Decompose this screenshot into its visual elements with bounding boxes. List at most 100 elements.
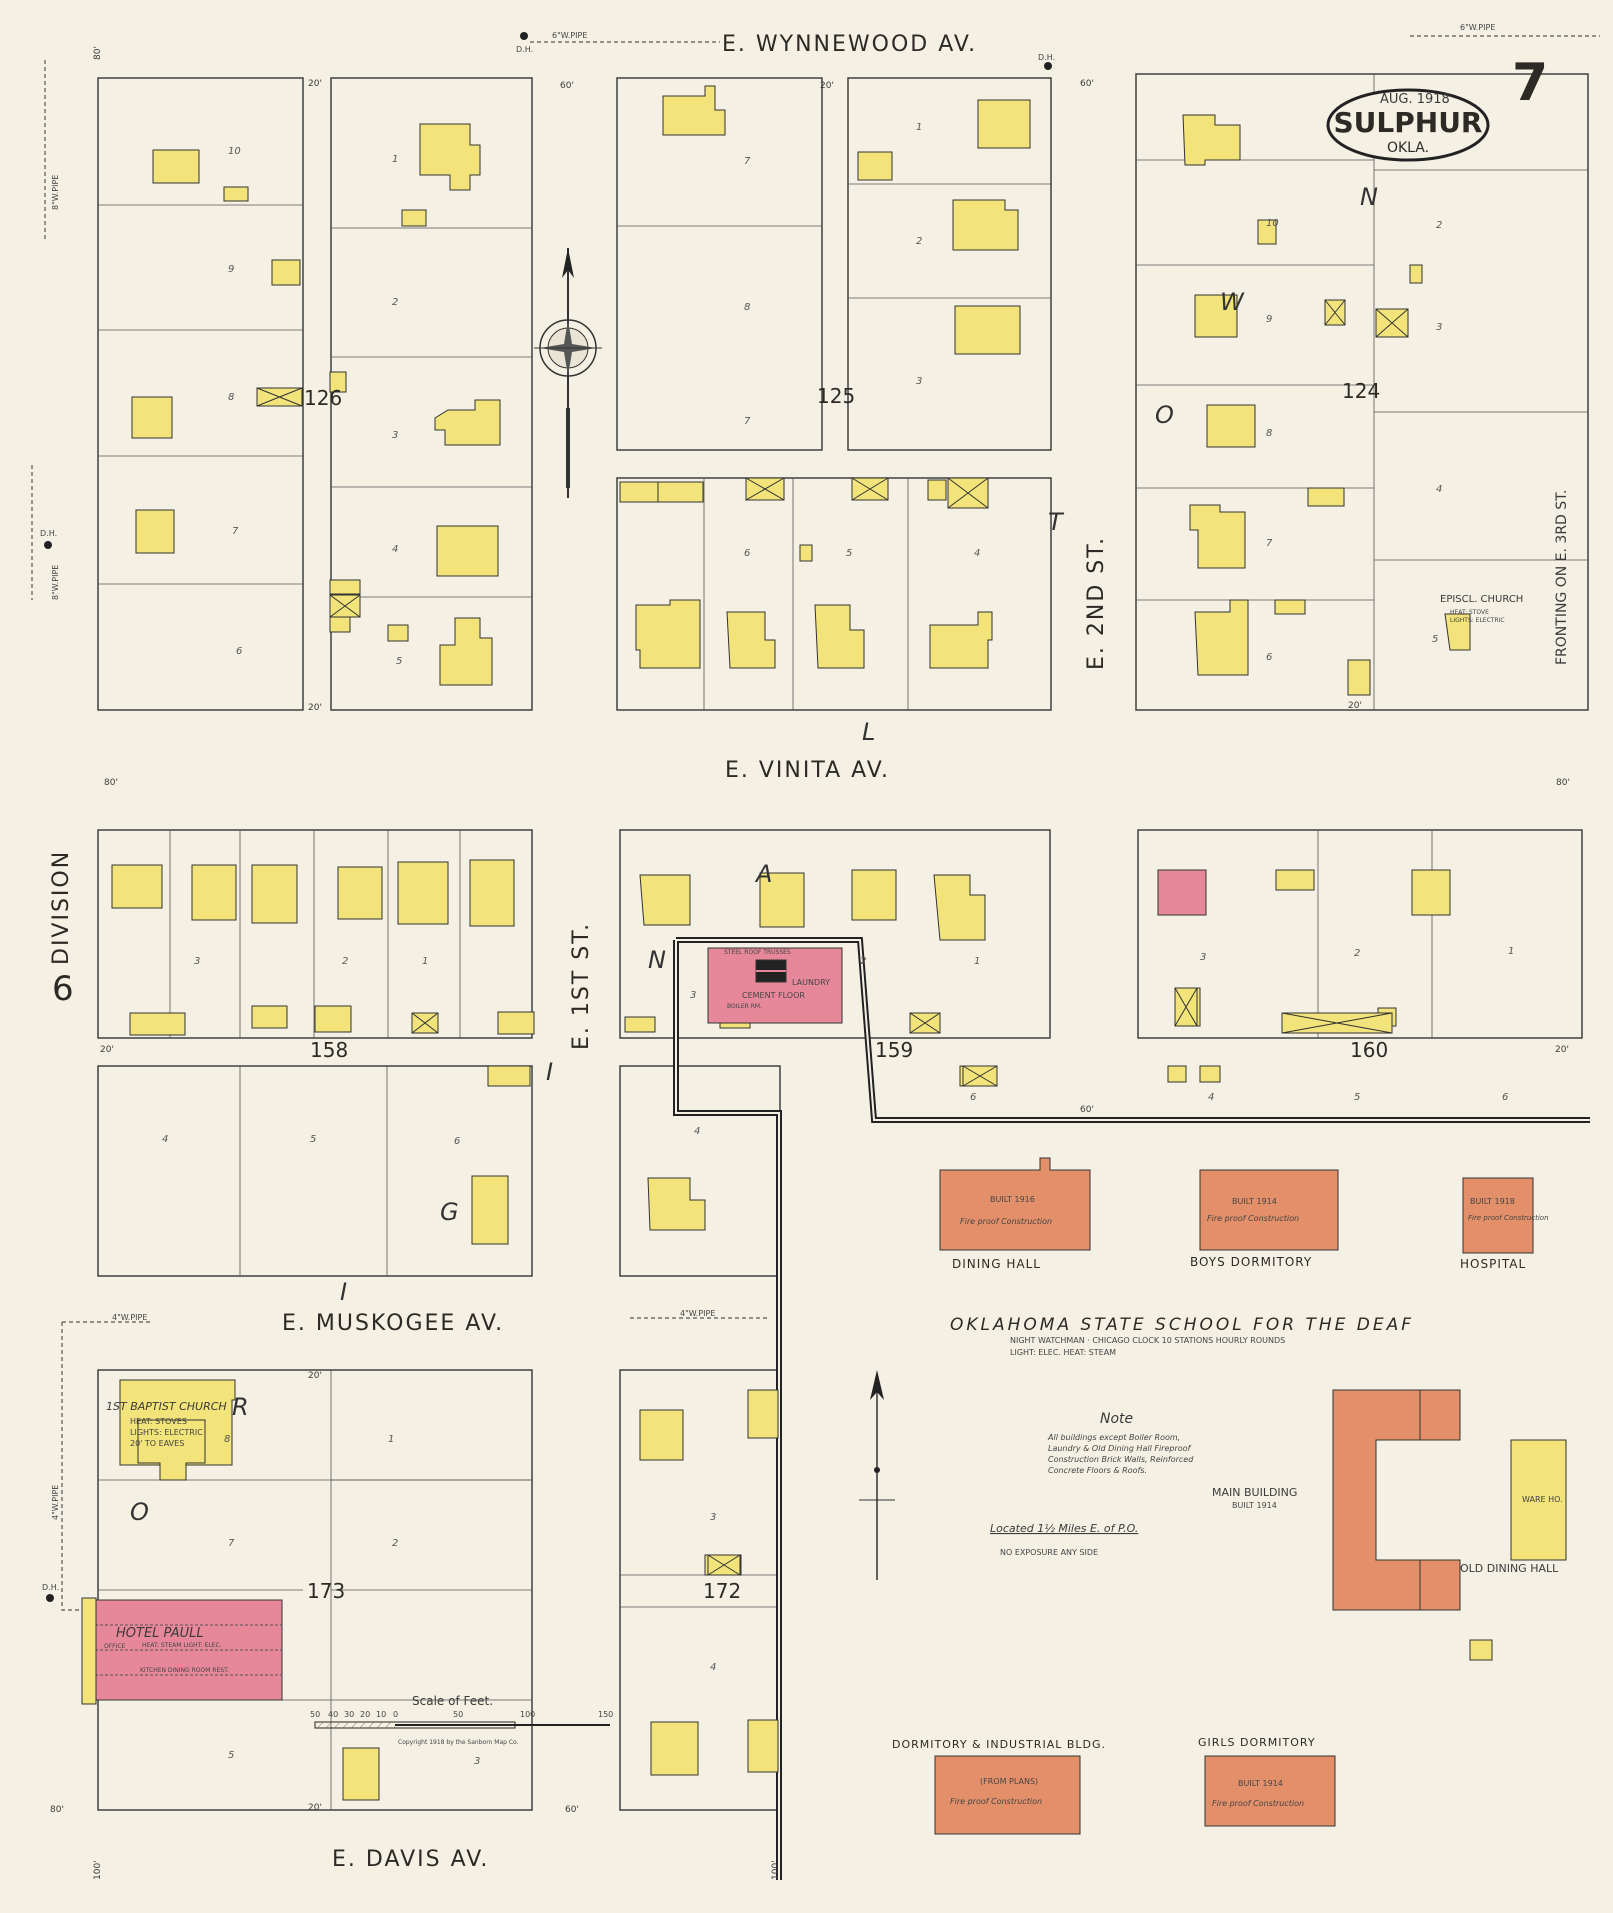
laundry-name: LAUNDRY — [792, 978, 830, 987]
dim-100-1: 100' — [93, 1860, 103, 1880]
institution-labels: OKLAHOMA STATE SCHOOL FOR THE DEAF NIGHT… — [950, 1315, 1414, 1557]
svg-text:3: 3 — [710, 1512, 716, 1523]
letter-o1: O — [130, 1498, 149, 1526]
svg-text:9: 9 — [1266, 314, 1272, 325]
svg-text:4: 4 — [1208, 1092, 1214, 1103]
dim-100-2: 100' — [771, 1860, 781, 1880]
old-dining-name: OLD DINING HALL — [1460, 1562, 1559, 1575]
scale-tick-100: 100 — [520, 1710, 535, 1719]
laundry-boiler: BOILER RM. — [727, 1003, 762, 1010]
street-first: E. 1ST ST. — [569, 922, 594, 1050]
street-second: E. 2ND ST. — [1084, 536, 1109, 670]
letter-o2: O — [1155, 401, 1174, 429]
svg-text:5: 5 — [1354, 1092, 1360, 1103]
svg-text:4: 4 — [392, 544, 398, 555]
building-labels: BUILT 1916 Fire proof Construction DININ… — [104, 594, 1563, 1808]
svg-text:7: 7 — [744, 156, 751, 167]
dimension-labels: 20' 60' 20' 60' 20' 20' 20' 20' 60' 20' … — [50, 46, 1570, 1880]
dim-60-2: 60' — [1080, 79, 1094, 89]
letter-i2: I — [546, 1058, 553, 1086]
svg-text:9: 9 — [228, 264, 234, 275]
svg-text:3: 3 — [1200, 952, 1206, 963]
pipe-labels: 6"W.PIPE 6"W.PIPE 4"W.PIPE 4"W.PIPE 8"W.… — [40, 23, 1495, 1602]
svg-text:2: 2 — [860, 956, 866, 967]
block-124[interactable] — [1135, 73, 1589, 711]
svg-text:2: 2 — [342, 956, 348, 967]
block-125-south[interactable] — [616, 477, 1052, 711]
letter-n: N — [648, 946, 666, 974]
laundry-floor: CEMENT FLOOR — [742, 991, 805, 1000]
svg-text:6: 6 — [970, 1092, 976, 1103]
boys-dorm-name: BOYS DORMITORY — [1190, 1255, 1312, 1269]
svg-text:4: 4 — [1436, 484, 1442, 495]
svg-text:2: 2 — [1436, 220, 1442, 231]
main-building-built: BUILT 1914 — [1232, 1501, 1277, 1510]
girls-dorm-name: GIRLS DORMITORY — [1198, 1736, 1316, 1749]
pipe-label-wynnewood: 6"W.PIPE — [552, 31, 587, 40]
block-number-124: 124 — [1342, 379, 1380, 403]
street-davis: E. DAVIS AV. — [332, 1847, 489, 1872]
letter-n2: N — [1360, 183, 1378, 211]
block-125-nw[interactable] — [616, 77, 823, 451]
block-number-172: 172 — [703, 1579, 741, 1603]
block-numbers: 126 125 124 158 159 160 173 172 — [304, 379, 1388, 1603]
title-state: OKLA. — [1387, 140, 1429, 156]
svg-text:8: 8 — [1266, 428, 1272, 439]
north-arrow-icon — [859, 1370, 895, 1580]
street-labels: E. WYNNEWOOD AV. E. VINITA AV. E. MUSKOG… — [49, 32, 1570, 1872]
dorm-industrial-built: (FROM PLANS) — [980, 1777, 1038, 1786]
svg-text:2: 2 — [1354, 948, 1360, 959]
note-title: Note — [1100, 1411, 1133, 1427]
scale-tick-150: 150 — [598, 1710, 613, 1719]
block-160-north[interactable] — [1137, 829, 1583, 1039]
scale-tick-50: 50 — [453, 1710, 463, 1719]
block-158-south[interactable] — [97, 1065, 533, 1277]
block-number-159: 159 — [875, 1038, 913, 1062]
scale-tick-30: 30 — [344, 1710, 354, 1719]
dim-20-8: 20' — [308, 1803, 322, 1813]
dining-hall-construction: Fire proof Construction — [960, 1217, 1052, 1226]
institution-line2: LIGHT: ELEC. HEAT: STEAM — [1010, 1348, 1116, 1357]
hotel-rooms: KITCHEN DINING ROOM REST. — [140, 1667, 229, 1674]
dorm-industrial-name: DORMITORY & INDUSTRIAL BLDG. — [892, 1738, 1106, 1751]
dim-60-3: 60' — [1080, 1105, 1094, 1115]
letter-a: A — [754, 860, 772, 888]
svg-text:10: 10 — [1266, 218, 1279, 229]
pipe-label-muskogee-w: 4"W.PIPE — [112, 1313, 147, 1322]
svg-text:1: 1 — [422, 956, 428, 967]
dim-80-1: 80' — [50, 1805, 64, 1815]
pipe-label-division-mid: 8"W.PIPE — [51, 565, 60, 600]
svg-text:2: 2 — [916, 236, 922, 247]
fronting-note: FRONTING ON E. 3RD ST. — [1554, 489, 1570, 665]
block-number-173: 173 — [307, 1579, 345, 1603]
boys-dorm-built: BUILT 1914 — [1232, 1197, 1277, 1206]
block-159-north[interactable] — [619, 829, 1051, 1039]
hotel-line1: HEAT: STEAM LIGHT: ELEC. — [142, 1642, 222, 1649]
svg-text:5: 5 — [396, 656, 402, 667]
letter-r: R — [232, 1393, 249, 1421]
title-cartouche: AUG. 1918 SULPHUR OKLA. — [1326, 88, 1490, 162]
dim-80-3: 80' — [104, 778, 118, 788]
title-town: SULPHUR — [1334, 106, 1483, 139]
svg-text:3: 3 — [474, 1756, 480, 1767]
girls-dorm-built: BUILT 1914 — [1238, 1779, 1283, 1788]
svg-text:3: 3 — [916, 376, 922, 387]
pipe-label-division-s: 4"W.PIPE — [51, 1485, 60, 1520]
svg-text:3: 3 — [194, 956, 200, 967]
block-125-ne[interactable] — [847, 77, 1052, 451]
compass-rose-icon — [534, 248, 602, 498]
hydrant-label-4: D.H. — [42, 1583, 59, 1592]
hospital-construction: Fire proof Construction — [1468, 1214, 1549, 1222]
block-number-125: 125 — [817, 384, 855, 408]
svg-text:6: 6 — [1266, 652, 1272, 663]
scale-tick-40: 40 — [328, 1710, 338, 1719]
block-number-160: 160 — [1350, 1038, 1388, 1062]
svg-text:4: 4 — [694, 1126, 700, 1137]
svg-text:5: 5 — [228, 1750, 234, 1761]
letter-w: W — [1220, 288, 1245, 316]
institution-title: OKLAHOMA STATE SCHOOL FOR THE DEAF — [950, 1315, 1414, 1335]
svg-text:1: 1 — [916, 122, 922, 133]
block-126-west[interactable] — [97, 77, 304, 711]
block-158-north[interactable] — [97, 829, 533, 1039]
block-126-east[interactable] — [330, 77, 533, 711]
